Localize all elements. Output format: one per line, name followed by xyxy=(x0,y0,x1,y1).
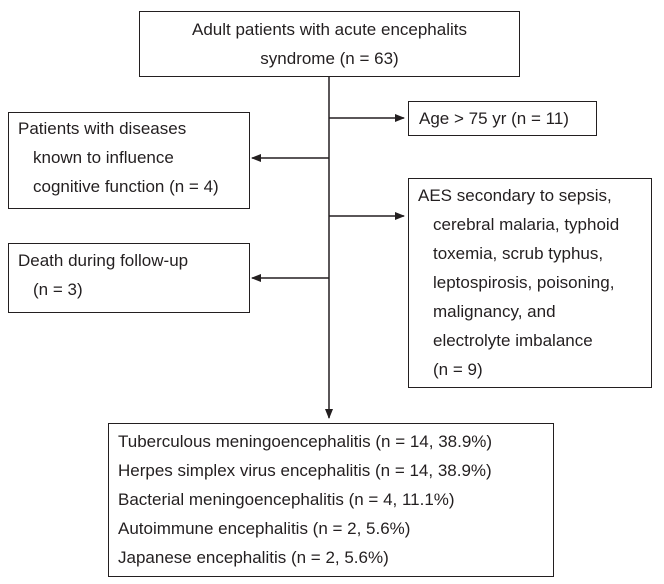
outcome-line-5: Japanese encephalitis (n = 2, 5.6%) xyxy=(118,548,389,567)
diseases-line-3: cognitive function (n = 4) xyxy=(33,177,219,196)
top-box-line-2: syndrome (n = 63) xyxy=(260,49,399,68)
top-box-line-1: Adult patients with acute encephalits xyxy=(191,20,467,39)
aes-line-6: electrolyte imbalance xyxy=(433,331,593,350)
outcome-line-1: Tuberculous meningoencephalitis (n = 14,… xyxy=(118,432,493,451)
diseases-exclusion-box: Patients with diseases known to influenc… xyxy=(8,112,250,209)
outcome-box: Tuberculous meningoencephalitis (n = 14,… xyxy=(108,423,554,577)
aes-line-7: (n = 9) xyxy=(433,360,483,379)
death-line-2: (n = 3) xyxy=(33,280,83,299)
aes-line-3: toxemia, scrub typhus, xyxy=(433,244,604,263)
age-exclusion-box: Age > 75 yr (n = 11) xyxy=(408,101,597,136)
death-line-1: Death during follow-up xyxy=(18,251,189,270)
age-exclusion-line-1: Age > 75 yr (n = 11) xyxy=(419,109,569,128)
death-exclusion-box: Death during follow-up (n = 3) xyxy=(8,243,250,313)
aes-line-1: AES secondary to sepsis, xyxy=(418,186,612,205)
outcome-line-4: Autoimmune encephalitis (n = 2, 5.6%) xyxy=(118,519,411,538)
outcome-line-3: Bacterial meningoencephalitis (n = 4, 11… xyxy=(118,490,455,509)
outcome-line-2: Herpes simplex virus encephalitis (n = 1… xyxy=(118,461,492,480)
aes-exclusion-box: AES secondary to sepsis, cerebral malari… xyxy=(408,178,652,388)
top-box: Adult patients with acute encephalits sy… xyxy=(139,11,520,77)
diseases-line-2: known to influence xyxy=(33,148,174,167)
diseases-line-1: Patients with diseases xyxy=(18,119,187,138)
aes-line-2: cerebral malaria, typhoid xyxy=(433,215,620,234)
aes-line-4: leptospirosis, poisoning, xyxy=(433,273,615,292)
aes-line-5: malignancy, and xyxy=(433,302,556,321)
